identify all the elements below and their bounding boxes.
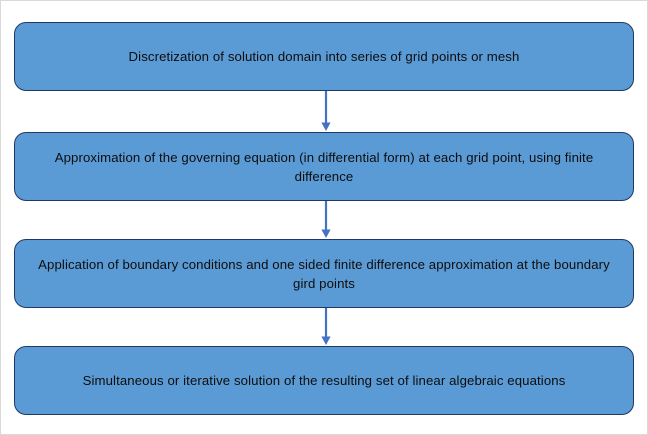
down-arrow-icon [321, 201, 331, 238]
flowchart-node-step-3[interactable]: Application of boundary conditions and o… [14, 239, 634, 308]
flowchart-node-label: Approximation of the governing equation … [54, 149, 594, 184]
flowchart-node-step-4[interactable]: Simultaneous or iterative solution of th… [14, 346, 634, 415]
down-arrow-icon [321, 308, 331, 345]
flowchart-node-label: Discretization of solution domain into s… [128, 49, 520, 64]
down-arrow-icon [321, 91, 331, 131]
flow-arrow-step3-to-step4 [309, 308, 343, 346]
flowchart-node-label: Application of boundary conditions and o… [38, 256, 610, 291]
flow-arrow-step2-to-step3 [309, 201, 343, 239]
flowchart-node-label: Simultaneous or iterative solution of th… [82, 373, 566, 388]
flowchart-node-step-1[interactable]: Discretization of solution domain into s… [14, 22, 634, 91]
flowchart-node-step-2[interactable]: Approximation of the governing equation … [14, 132, 634, 201]
flow-arrow-step1-to-step2 [309, 91, 343, 132]
